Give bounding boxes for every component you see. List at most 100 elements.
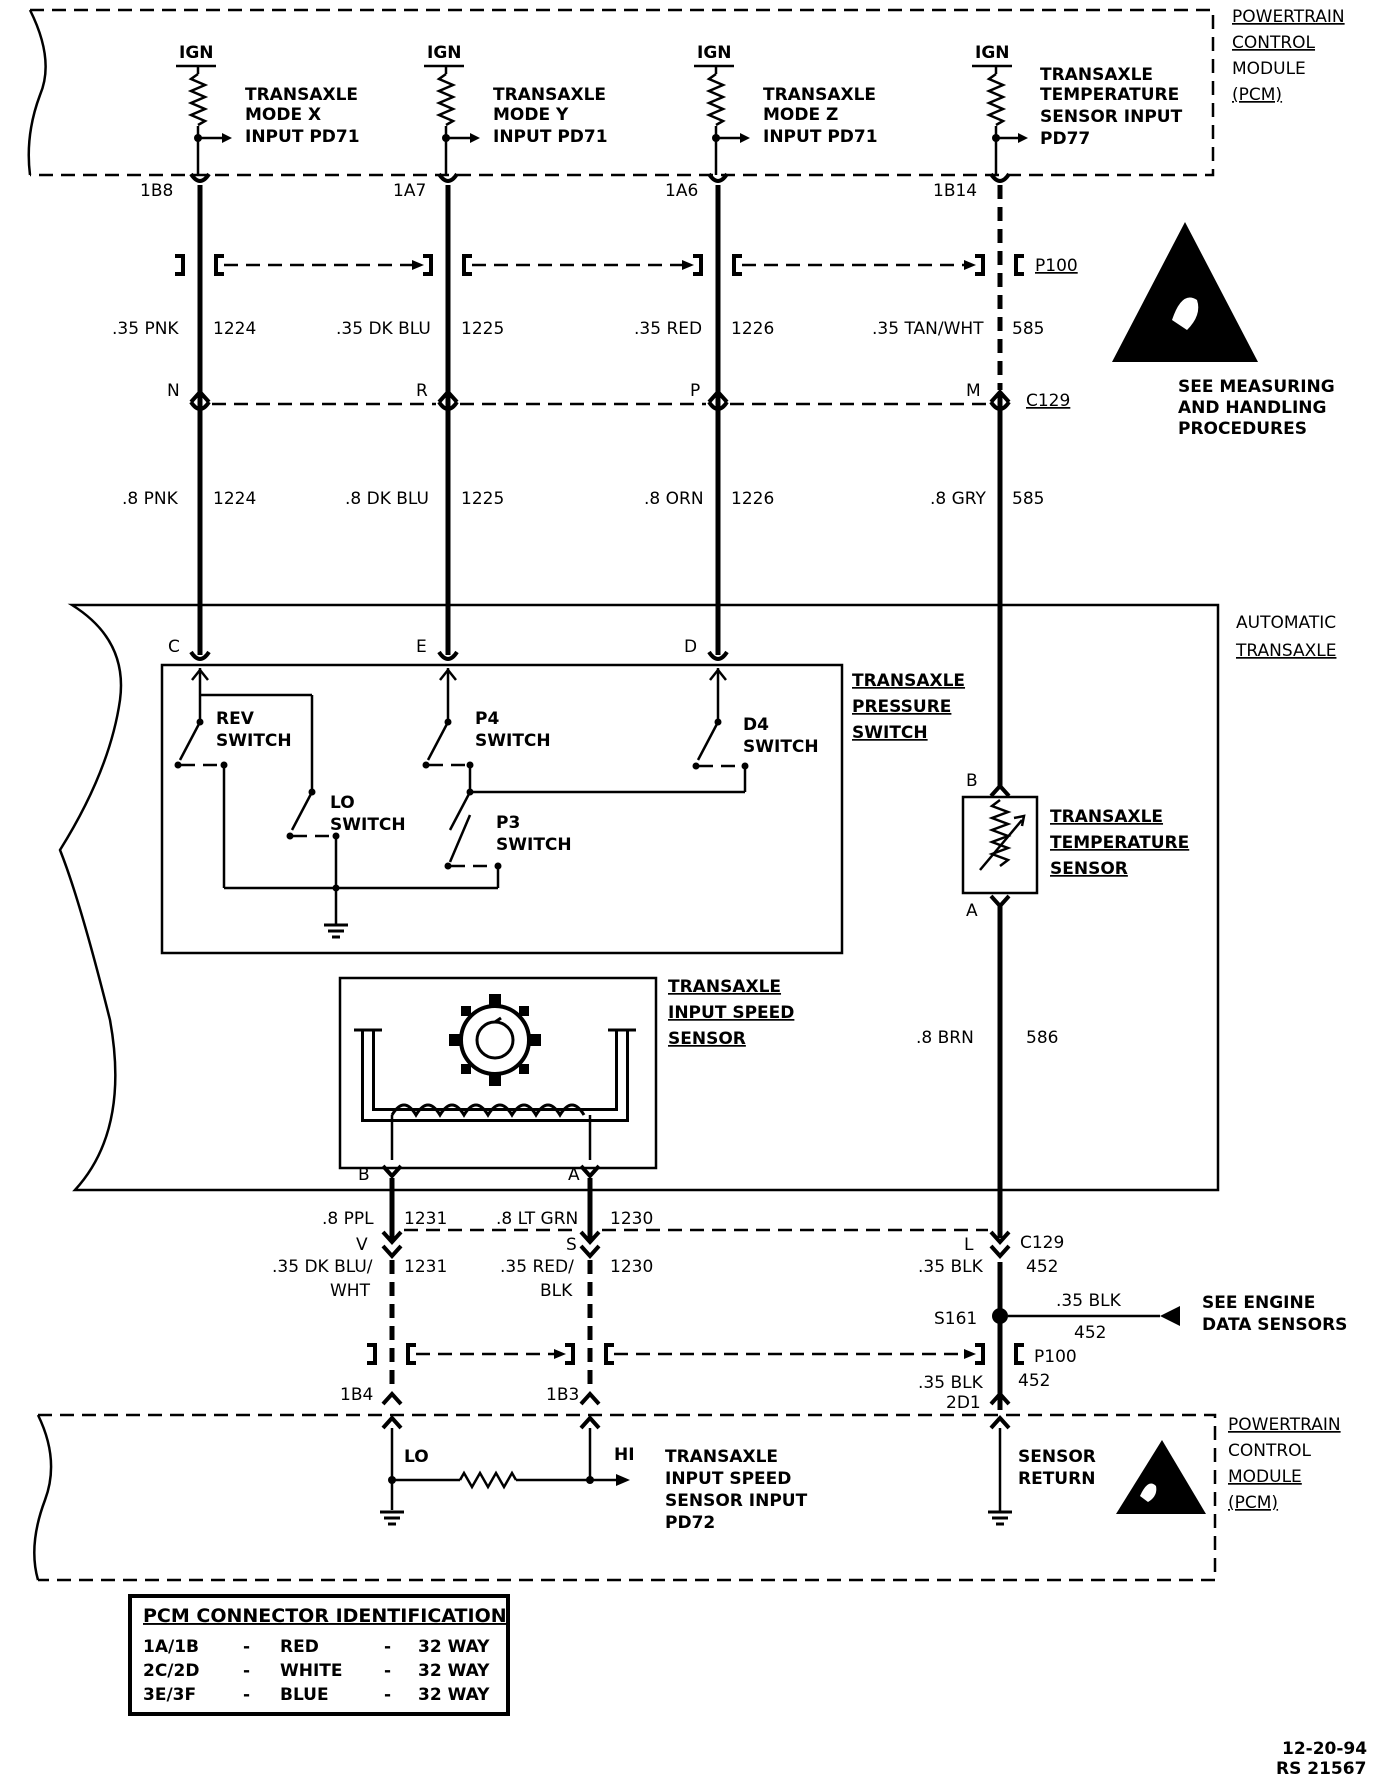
- svg-text:BLUE: BLUE: [280, 1685, 329, 1705]
- wire-586: .8 BRN 586: [916, 905, 1058, 1238]
- wire-labels-upper: .35 PNK 1224 .35 DK BLU 1225 .35 RED 122…: [112, 319, 1044, 339]
- svg-text:IGN: IGN: [975, 43, 1010, 63]
- svg-text:32 WAY: 32 WAY: [418, 1661, 490, 1681]
- see-engine-data-sensors: SEE ENGINE DATA SENSORS: [1202, 1293, 1347, 1335]
- svg-text:CONTROL: CONTROL: [1228, 1441, 1312, 1461]
- svg-text:.35 BLK: .35 BLK: [1056, 1291, 1122, 1311]
- svg-text:A: A: [568, 1165, 580, 1185]
- svg-text:SWITCH: SWITCH: [216, 731, 292, 751]
- svg-text:DATA SENSORS: DATA SENSORS: [1202, 1315, 1347, 1335]
- svg-text:1A7: 1A7: [393, 181, 426, 201]
- svg-text:INPUT PD71: INPUT PD71: [245, 127, 360, 147]
- svg-text:SENSOR INPUT: SENSOR INPUT: [665, 1491, 808, 1511]
- svg-text:PD72: PD72: [665, 1513, 715, 1533]
- svg-text:1B14: 1B14: [933, 181, 977, 201]
- pcm-bottom-pins: 1B4 1B3: [340, 1385, 1011, 1430]
- svg-text:-: -: [384, 1685, 391, 1705]
- svg-text:2C/2D: 2C/2D: [143, 1661, 199, 1681]
- svg-text:SEE ENGINE: SEE ENGINE: [1202, 1293, 1315, 1313]
- connector-p100-bottom: P100: [365, 1343, 1077, 1367]
- temp-sensor-label: TRANSAXLE TEMPERATURE SENSOR: [1050, 807, 1189, 879]
- speed-sensor-label: TRANSAXLE INPUT SPEED SENSOR: [668, 977, 794, 1049]
- svg-text:INPUT PD71: INPUT PD71: [763, 127, 878, 147]
- svg-text:INPUT SPEED: INPUT SPEED: [668, 1003, 794, 1023]
- svg-text:1B4: 1B4: [340, 1385, 373, 1405]
- svg-text:.35 PNK: .35 PNK: [112, 319, 179, 339]
- speed-wire-labels-lower: .35 DK BLU/ WHT 1231 .35 RED/ BLK 1230: [272, 1257, 653, 1301]
- svg-text:.35 RED: .35 RED: [634, 319, 702, 339]
- svg-text:PRESSURE: PRESSURE: [852, 697, 951, 717]
- svg-text:585: 585: [1012, 319, 1044, 339]
- svg-text:SENSOR: SENSOR: [1050, 859, 1128, 879]
- svg-text:1224: 1224: [213, 489, 256, 509]
- svg-text:C129: C129: [1020, 1233, 1064, 1253]
- svg-text:RS 21567: RS 21567: [1276, 1759, 1366, 1779]
- svg-text:PROCEDURES: PROCEDURES: [1178, 419, 1307, 439]
- pcm-input-temp-sensor: IGN TRANSAXLE TEMPERATURE SENSOR INPUT P…: [933, 43, 1183, 201]
- pressure-switch-label: TRANSAXLE PRESSURE SWITCH: [852, 671, 965, 743]
- svg-text:P: P: [690, 381, 700, 401]
- svg-text:586: 586: [1026, 1028, 1058, 1048]
- pcm-top-module: [27, 8, 1215, 177]
- svg-text:POWERTRAIN: POWERTRAIN: [1232, 7, 1345, 27]
- svg-text:1225: 1225: [461, 489, 504, 509]
- pcm-input-mode-y: IGN TRANSAXLE MODE Y INPUT PD71 1A7: [393, 43, 608, 201]
- svg-text:1225: 1225: [461, 319, 504, 339]
- svg-text:IGN: IGN: [697, 43, 732, 63]
- table-row: 1A/1B - RED - 32 WAY: [143, 1637, 490, 1657]
- svg-text:.35 TAN/WHT: .35 TAN/WHT: [872, 319, 984, 339]
- svg-text:TEMPERATURE: TEMPERATURE: [1040, 85, 1179, 105]
- connector-c129-bottom: V S L C129: [356, 1228, 1064, 1258]
- svg-text:585: 585: [1012, 489, 1044, 509]
- svg-text:-: -: [384, 1661, 391, 1681]
- svg-text:PCM CONNECTOR IDENTIFICATION: PCM CONNECTOR IDENTIFICATION: [143, 1605, 507, 1627]
- svg-text:SENSOR: SENSOR: [668, 1029, 746, 1049]
- svg-text:1231: 1231: [404, 1209, 447, 1229]
- svg-text:D: D: [684, 637, 697, 657]
- pcm-bottom-label: POWERTRAIN CONTROL MODULE (PCM): [1228, 1415, 1341, 1513]
- svg-text:INPUT SPEED: INPUT SPEED: [665, 1469, 791, 1489]
- esd-warning-icon-bottom: [1116, 1440, 1206, 1514]
- svg-text:.8 PPL: .8 PPL: [322, 1209, 374, 1229]
- svg-text:1226: 1226: [731, 489, 774, 509]
- svg-text:E: E: [416, 637, 427, 657]
- svg-text:TRANSAXLE: TRANSAXLE: [1040, 65, 1153, 85]
- automatic-transaxle-label: AUTOMATIC TRANSAXLE: [1235, 613, 1336, 661]
- svg-text:(PCM): (PCM): [1232, 85, 1282, 105]
- svg-text:PD77: PD77: [1040, 129, 1090, 149]
- svg-text:32 WAY: 32 WAY: [418, 1685, 490, 1705]
- svg-text:1230: 1230: [610, 1257, 653, 1277]
- connector-p100-top: P100: [173, 254, 1078, 276]
- svg-text:MODULE: MODULE: [1228, 1467, 1302, 1487]
- pcm-input-mode-x: IGN TRANSAXLE MODE X INPUT PD71 1B8: [140, 43, 360, 201]
- svg-text:SWITCH: SWITCH: [330, 815, 406, 835]
- wire-452: .35 BLK 452 S161 .35 BLK 452 .35 BLK 2D1…: [918, 1257, 1180, 1413]
- svg-text:12-20-94: 12-20-94: [1282, 1739, 1367, 1759]
- svg-text:2D1: 2D1: [946, 1393, 981, 1413]
- svg-text:.8 ORN: .8 ORN: [644, 489, 704, 509]
- svg-text:TRANSAXLE: TRANSAXLE: [493, 85, 606, 105]
- svg-text:TRANSAXLE: TRANSAXLE: [1050, 807, 1163, 827]
- svg-text:TRANSAXLE: TRANSAXLE: [245, 85, 358, 105]
- svg-text:SENSOR: SENSOR: [1018, 1447, 1096, 1467]
- svg-text:-: -: [384, 1637, 391, 1657]
- pressure-switch-pins: C E D: [168, 637, 729, 661]
- svg-text:3E/3F: 3E/3F: [143, 1685, 196, 1705]
- svg-text:TEMPERATURE: TEMPERATURE: [1050, 833, 1189, 853]
- svg-text:C: C: [168, 637, 180, 657]
- svg-text:1B8: 1B8: [140, 181, 173, 201]
- svg-text:IGN: IGN: [179, 43, 214, 63]
- svg-text:RED: RED: [280, 1637, 319, 1657]
- svg-text:.35 DK BLU/: .35 DK BLU/: [272, 1257, 373, 1277]
- svg-text:SWITCH: SWITCH: [475, 731, 551, 751]
- svg-text:MODE X: MODE X: [245, 105, 321, 125]
- svg-text:D4: D4: [743, 715, 769, 735]
- svg-text:1B3: 1B3: [546, 1385, 579, 1405]
- svg-text:1231: 1231: [404, 1257, 447, 1277]
- svg-text:TRANSAXLE: TRANSAXLE: [852, 671, 965, 691]
- svg-text:S: S: [566, 1235, 577, 1255]
- svg-text:L: L: [964, 1235, 974, 1255]
- footer-code: 12-20-94 RS 21567: [1276, 1739, 1367, 1779]
- svg-text:SEE MEASURING: SEE MEASURING: [1178, 377, 1335, 397]
